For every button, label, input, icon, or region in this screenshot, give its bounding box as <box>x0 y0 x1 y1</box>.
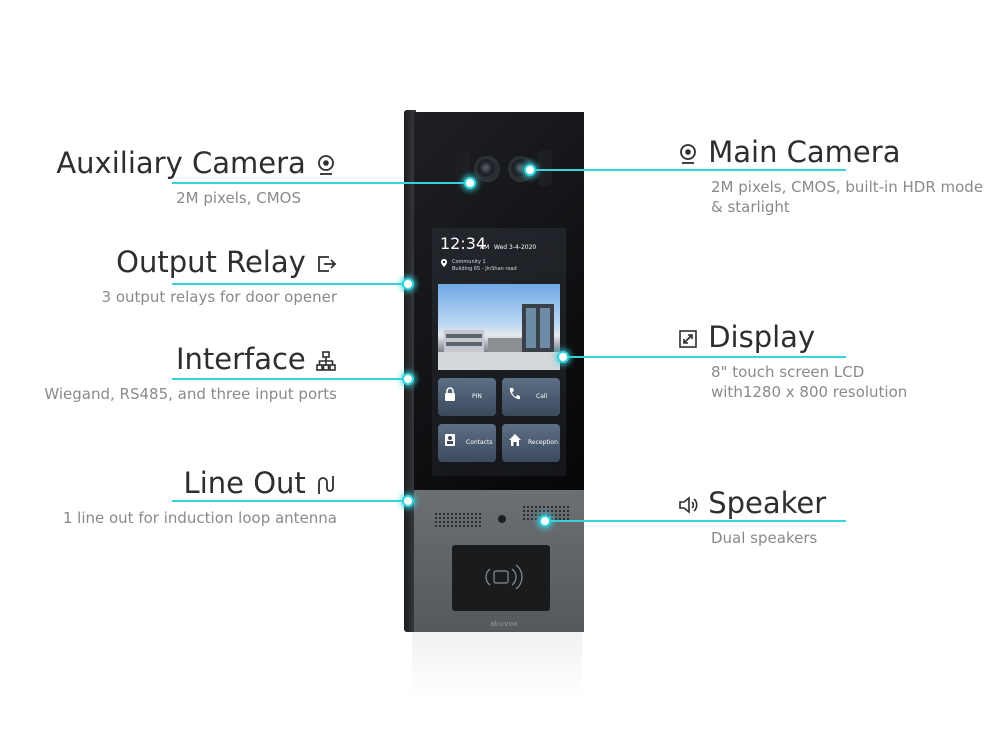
card-reader-panel <box>452 545 550 611</box>
feature-speaker: Speaker Dual speakers <box>677 486 977 548</box>
network-icon <box>316 351 336 371</box>
main-camera-dot <box>524 164 536 176</box>
main-camera-desc-line2: & starlight <box>711 198 790 216</box>
line-out-leader <box>172 500 408 502</box>
reception-tile-label: Reception <box>528 439 558 446</box>
contacts-icon <box>445 434 455 446</box>
webcam-icon <box>680 144 696 164</box>
display-dot <box>557 351 569 363</box>
nfc-icon <box>485 564 523 590</box>
display-desc-line2: with1280 x 800 resolution <box>711 383 908 401</box>
ir-sensor-right <box>538 150 552 186</box>
microphone-hole <box>498 515 506 523</box>
line-out-title: Line Out <box>183 466 306 500</box>
building-photo <box>438 284 560 370</box>
main-camera-title: Main Camera <box>708 135 901 169</box>
contacts-tile[interactable]: Contacts <box>438 424 496 462</box>
aux-camera-desc: 2M pixels, CMOS <box>176 189 301 207</box>
feature-interface: Interface Wiegand, RS485, and three inpu… <box>0 342 337 404</box>
display-leader <box>562 356 846 358</box>
speaker-grille-left <box>434 512 482 528</box>
interface-desc: Wiegand, RS485, and three input ports <box>44 385 337 403</box>
speaker-grille-right <box>522 505 570 521</box>
line-out-desc: 1 line out for induction loop antenna <box>62 509 337 527</box>
speaker-dot <box>539 515 551 527</box>
output-relay-dot <box>402 278 414 290</box>
pin-tile[interactable]: PIN <box>438 378 496 416</box>
screen-date: Wed 3-4-2020 <box>494 244 537 251</box>
aux-camera-title: Auxiliary Camera <box>56 146 306 180</box>
aux-camera-leader <box>172 182 470 184</box>
screen-time: 12:34 <box>440 234 487 253</box>
aux-camera-dot <box>464 177 476 189</box>
contacts-tile-label: Contacts <box>466 439 493 446</box>
speaker-desc: Dual speakers <box>711 529 818 547</box>
screen-location-line1: Community 1 <box>452 259 486 265</box>
feature-auxiliary-camera: Auxiliary Camera 2M pixels, CMOS <box>0 146 337 208</box>
line-out-dot <box>402 495 414 507</box>
webcam-icon <box>318 155 334 175</box>
display-title: Display <box>708 320 816 354</box>
main-camera-desc-line1: 2M pixels, CMOS, built-in HDR mode <box>711 178 984 196</box>
touch-screen: 12:34 AM Wed 3-4-2020 Community 1 Bulidi… <box>432 228 566 476</box>
reception-tile[interactable]: Reception <box>502 424 560 462</box>
interface-leader <box>172 378 408 380</box>
feature-main-camera: Main Camera 2M pixels, CMOS, built-in HD… <box>677 135 984 217</box>
home-icon <box>509 434 521 446</box>
auxiliary-camera-lens <box>474 156 500 182</box>
exit-icon <box>318 256 337 272</box>
phone-icon <box>509 388 520 400</box>
feature-line-out: Line Out 1 line out for induction loop a… <box>0 466 337 528</box>
loop-icon <box>318 476 334 494</box>
output-relay-title: Output Relay <box>116 245 306 279</box>
lock-icon <box>445 387 455 401</box>
building-illustration <box>438 304 560 370</box>
location-pin-icon <box>441 259 447 267</box>
speaker-title: Speaker <box>708 486 827 520</box>
expand-icon <box>679 330 697 348</box>
call-tile-label: Call <box>536 393 548 400</box>
pin-tile-label: PIN <box>472 393 482 400</box>
main-camera-leader <box>528 169 846 171</box>
call-tile[interactable]: Call <box>502 378 560 416</box>
display-desc-line1: 8" touch screen LCD <box>711 363 865 381</box>
screen-ampm: AM <box>480 244 490 251</box>
screen-location-line2: Buliding 65 - JinShan road <box>452 266 517 272</box>
output-relay-leader <box>172 283 408 285</box>
brand-logo: akuvox <box>490 620 518 628</box>
device-reflection <box>412 628 582 698</box>
output-relay-desc: 3 output relays for door opener <box>101 288 337 306</box>
speaker-icon <box>679 496 698 514</box>
interface-title: Interface <box>175 342 306 376</box>
feature-display: Display 8" touch screen LCD with1280 x 8… <box>677 320 977 402</box>
speaker-leader <box>545 520 846 522</box>
interface-dot <box>402 373 414 385</box>
feature-output-relay: Output Relay 3 output relays for door op… <box>0 245 337 307</box>
